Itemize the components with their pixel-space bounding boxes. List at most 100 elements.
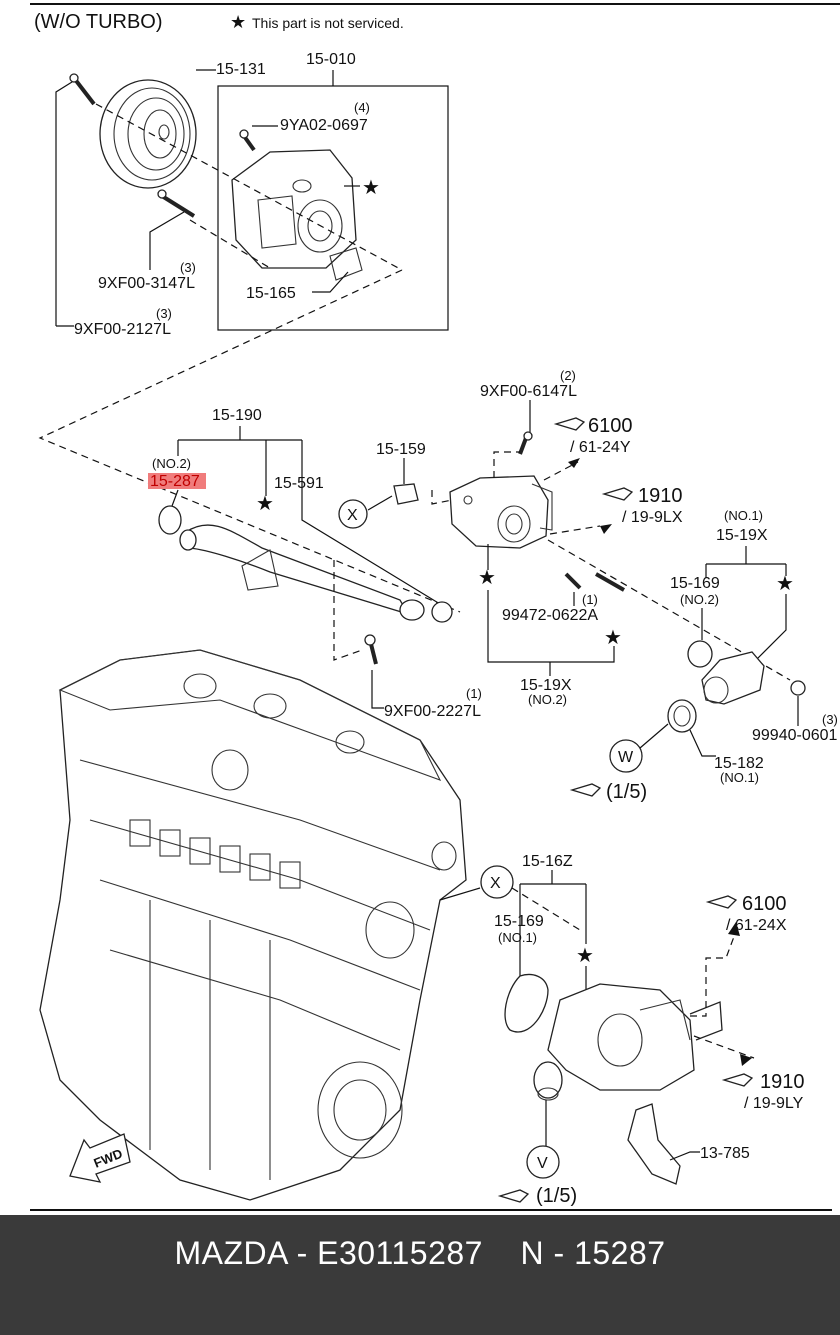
ref-6100-top-label: 6100 bbox=[588, 415, 633, 437]
label-no2-c: (NO.2) bbox=[528, 692, 567, 707]
label-15-169-bot: 15-169 bbox=[494, 913, 544, 930]
label-15-165: 15-165 bbox=[246, 285, 296, 302]
hand-pointer-icon bbox=[569, 783, 602, 797]
hand-pointer-icon bbox=[601, 487, 634, 501]
ref-x-top-label: X bbox=[347, 507, 358, 524]
bolt-9xf00-2127-drawing bbox=[69, 73, 96, 106]
ref-1-5-bot-label: (1/5) bbox=[536, 1185, 577, 1207]
star-icon-housing: ★ bbox=[478, 567, 496, 589]
diagram-title: (W/O TURBO) bbox=[34, 11, 163, 33]
qty-99940: (3) bbox=[822, 712, 838, 727]
label-9xf00-2127l: 9XF00-2127L bbox=[74, 321, 171, 338]
arrow-icon bbox=[728, 922, 740, 936]
hand-pointer-icon bbox=[705, 895, 738, 909]
engine-block-drawing bbox=[39, 649, 467, 1201]
bolt-9ya02-drawing bbox=[239, 129, 256, 152]
qty-9xf00-6147: (2) bbox=[560, 368, 576, 383]
o-ring-15-287-drawing bbox=[158, 505, 182, 535]
ref-1910-bot-sub: / 19-9LY bbox=[744, 1095, 804, 1112]
label-no1-a: (NO.1) bbox=[724, 508, 763, 523]
o-ring-pipe-end-drawing bbox=[431, 601, 453, 623]
star-icon-water-pump: ★ bbox=[362, 177, 380, 199]
parts-diagram: (W/O TURBO) ★ This part is not serviced. bbox=[30, 3, 840, 1211]
label-no1-b: (NO.1) bbox=[720, 770, 759, 785]
legend-star-icon: ★ bbox=[230, 12, 246, 32]
arrow-icon bbox=[740, 1054, 752, 1066]
nut-99940-drawing bbox=[790, 680, 806, 696]
star-icon-19x-upper: ★ bbox=[776, 573, 794, 595]
ref-circle-v[interactable] bbox=[526, 1145, 560, 1179]
legend-text: This part is not serviced. bbox=[252, 15, 404, 31]
label-no2-a: (NO.2) bbox=[152, 456, 191, 471]
qty-99472: (1) bbox=[582, 592, 598, 607]
label-15-131: 15-131 bbox=[216, 61, 266, 78]
stud-99472-drawing bbox=[564, 572, 625, 592]
star-icon-pipe: ★ bbox=[256, 493, 274, 515]
bolt-9xf00-3147-drawing bbox=[157, 189, 196, 218]
clamp-15-182-drawing bbox=[667, 699, 697, 733]
label-15-190: 15-190 bbox=[212, 407, 262, 424]
qty-9xf00-2227: (1) bbox=[466, 686, 482, 701]
ref-6100-bot-sub: / 61-24X bbox=[726, 917, 787, 934]
ref-circle-x-mid[interactable] bbox=[480, 865, 514, 899]
ref-x-mid-label: X bbox=[490, 875, 501, 892]
highlight-15-287 bbox=[148, 473, 206, 489]
label-9ya02-0697: 9YA02-0697 bbox=[280, 117, 368, 134]
gasket-15-169-no2-drawing bbox=[687, 640, 713, 668]
ref-1910-top-sub: / 19-9LX bbox=[622, 509, 683, 526]
ref-6100-top[interactable]: 6100 / 61-24Y bbox=[553, 415, 633, 456]
label-15-159: 15-159 bbox=[376, 441, 426, 458]
star-icon-thermostat: ★ bbox=[576, 945, 594, 967]
label-15-182: 15-182 bbox=[714, 755, 764, 772]
ref-6100-bot[interactable]: 6100 / 61-24X bbox=[705, 893, 787, 934]
ref-1-5-bot[interactable]: (1/5) bbox=[497, 1185, 577, 1207]
label-15-19x-bot: 15-19X bbox=[520, 677, 572, 694]
gasket-15-169-no1-drawing bbox=[504, 973, 549, 1033]
hand-pointer-icon bbox=[721, 1073, 754, 1087]
hand-pointer-icon bbox=[497, 1189, 530, 1203]
arrow-icon bbox=[568, 458, 580, 468]
label-15-010: 15-010 bbox=[306, 51, 356, 68]
housing-drawing bbox=[449, 475, 553, 549]
pulley-drawing bbox=[99, 79, 197, 189]
qty-9xf00-2127: (3) bbox=[156, 306, 172, 321]
fwd-arrow-icon bbox=[69, 1133, 131, 1183]
ref-w-label: W bbox=[618, 749, 634, 766]
label-9xf00-3147l: 9XF00-3147L bbox=[98, 275, 195, 292]
label-15-591: 15-591 bbox=[274, 475, 324, 492]
label-15-287: 15-287 bbox=[150, 473, 200, 490]
bracket-13-785-drawing bbox=[627, 1103, 681, 1185]
label-no1-c: (NO.1) bbox=[498, 930, 537, 945]
ref-1910-top-label: 1910 bbox=[638, 485, 683, 507]
label-9xf00-6147l: 9XF00-6147L bbox=[480, 383, 577, 400]
pipe-15-591-drawing bbox=[179, 524, 425, 621]
bolt-9xf00-2227-drawing bbox=[364, 634, 378, 665]
water-pump-drawing bbox=[231, 149, 363, 281]
ref-1910-bot[interactable]: 1910 / 19-9LY bbox=[721, 1071, 805, 1112]
caption-bar: MAZDA - E30115287 N - 15287 bbox=[0, 1215, 840, 1335]
label-99472-0622a: 99472-0622A bbox=[502, 607, 598, 624]
ref-1-5-top[interactable]: (1/5) bbox=[569, 781, 647, 803]
ref-6100-bot-label: 6100 bbox=[742, 893, 787, 915]
outlet-15-19x-drawing bbox=[701, 651, 765, 705]
ref-circle-x-top[interactable] bbox=[338, 499, 368, 529]
ref-1-5-top-label: (1/5) bbox=[606, 781, 647, 803]
thermostat-housing-drawing bbox=[533, 983, 723, 1101]
qty-9xf00-3147: (3) bbox=[180, 260, 196, 275]
ref-v-label: V bbox=[537, 1155, 548, 1172]
gasket-15-159-drawing bbox=[393, 483, 419, 505]
bolt-9xf00-6147-drawing bbox=[518, 431, 533, 455]
label-99940-0601: 99940-0601 bbox=[752, 727, 838, 744]
ref-6100-top-sub: / 61-24Y bbox=[570, 439, 631, 456]
arrow-icon bbox=[600, 524, 612, 534]
label-9xf00-2227l: 9XF00-2227L bbox=[384, 703, 481, 720]
ref-circle-w[interactable] bbox=[609, 739, 643, 773]
label-15-169-top: 15-169 bbox=[670, 575, 720, 592]
label-13-785: 13-785 bbox=[700, 1145, 750, 1162]
label-15-16z: 15-16Z bbox=[522, 853, 573, 870]
label-no2-b: (NO.2) bbox=[680, 592, 719, 607]
ref-1910-top[interactable]: 1910 / 19-9LX bbox=[601, 485, 683, 526]
star-icon-19x-lower: ★ bbox=[604, 627, 622, 649]
qty-9ya02: (4) bbox=[354, 100, 370, 115]
hand-pointer-icon bbox=[553, 417, 586, 431]
